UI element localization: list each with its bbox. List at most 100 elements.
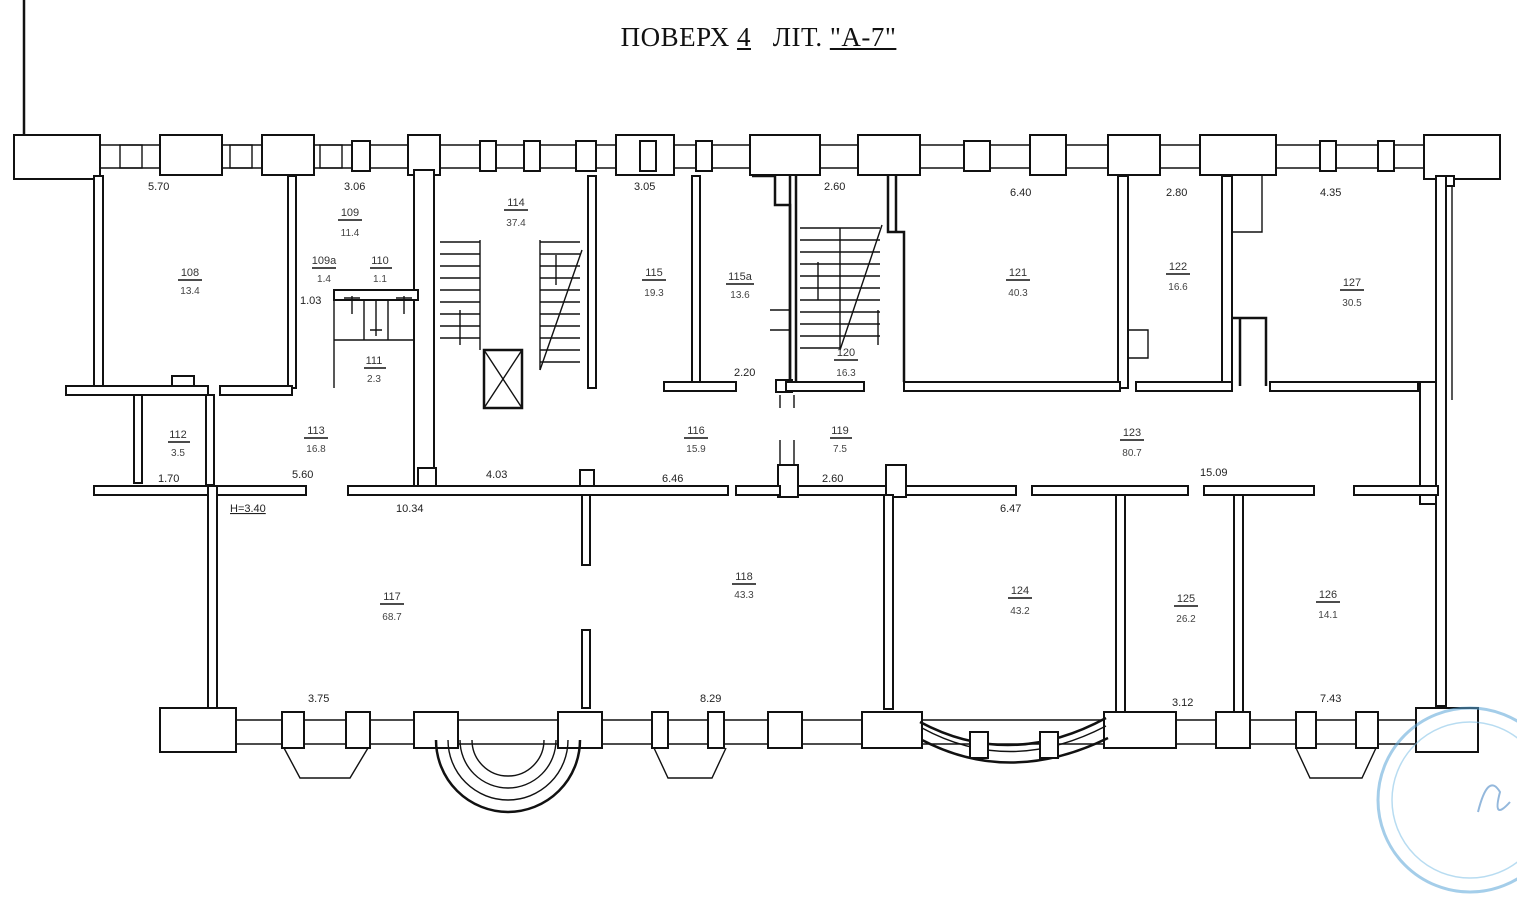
- svg-text:68.7: 68.7: [382, 612, 402, 623]
- dim-4-03: 4.03: [486, 469, 507, 481]
- room-120: 120 16.3: [834, 347, 858, 379]
- dim-15-09: 15.09: [1200, 467, 1228, 479]
- svg-text:1.1: 1.1: [373, 274, 387, 285]
- dim-5-60: 5.60: [292, 469, 313, 481]
- svg-text:37.4: 37.4: [506, 218, 526, 229]
- dimension-labels: 5.70 3.06 3.05 2.60 6.40 2.80 4.35 1.03 …: [148, 181, 1341, 709]
- height-mark: H=3.40: [230, 503, 266, 515]
- stamp-seal: [1376, 706, 1517, 894]
- curved-facade: [919, 716, 1109, 764]
- dim-3-75: 3.75: [308, 693, 329, 705]
- plan-title: ПОВЕРХ 4 ЛІТ. "А-7": [0, 22, 1517, 53]
- svg-text:121: 121: [1009, 267, 1027, 279]
- dim-6-47: 6.47: [1000, 503, 1021, 515]
- svg-text:2.3: 2.3: [367, 374, 381, 385]
- semicircular-balcony: [434, 739, 582, 814]
- title-floor: 4: [736, 22, 751, 52]
- svg-text:127: 127: [1343, 277, 1361, 289]
- title-letter: "А-7": [829, 22, 897, 52]
- room-108: 108 13.4: [178, 267, 202, 297]
- svg-text:111: 111: [366, 355, 383, 367]
- dim-5-70: 5.70: [148, 181, 169, 193]
- svg-text:1.4: 1.4: [317, 274, 331, 285]
- room-121: 121 40.3: [1006, 267, 1030, 299]
- room-125: 125 26.2: [1174, 593, 1198, 625]
- room-116: 116 15.9: [684, 425, 708, 455]
- svg-text:30.5: 30.5: [1342, 298, 1362, 309]
- svg-text:26.2: 26.2: [1176, 614, 1196, 625]
- svg-text:13.4: 13.4: [180, 286, 200, 297]
- svg-text:114: 114: [507, 197, 525, 209]
- svg-text:7.5: 7.5: [833, 444, 847, 455]
- dim-2-60-mid: 2.60: [822, 473, 843, 485]
- room-113: 113 16.8: [304, 425, 328, 455]
- small-rooms-block: [333, 289, 419, 388]
- svg-text:113: 113: [307, 425, 325, 437]
- dim-2-60-top: 2.60: [824, 181, 845, 193]
- svg-text:11.4: 11.4: [341, 228, 360, 239]
- svg-text:125: 125: [1177, 593, 1195, 605]
- dim-2-80: 2.80: [1166, 187, 1187, 199]
- dim-6-46: 6.46: [662, 473, 683, 485]
- svg-text:122: 122: [1169, 261, 1187, 273]
- lower-corridor-wall: [93, 485, 1439, 496]
- dim-1-03: 1.03: [300, 295, 321, 307]
- dim-6-40: 6.40: [1010, 187, 1031, 199]
- room-114: 114 37.4: [504, 197, 528, 229]
- svg-text:115а: 115а: [728, 271, 753, 283]
- svg-text:120: 120: [837, 347, 855, 359]
- svg-text:3.5: 3.5: [171, 448, 185, 459]
- room-123: 123 80.7: [1120, 427, 1144, 459]
- stairwell-120: [800, 224, 883, 351]
- upper-partitions: [287, 169, 1268, 489]
- dim-1-70: 1.70: [158, 473, 179, 485]
- dim-2-20: 2.20: [734, 367, 755, 379]
- svg-text:118: 118: [735, 571, 753, 583]
- svg-text:119: 119: [831, 425, 849, 437]
- dim-3-12: 3.12: [1172, 697, 1193, 709]
- dim-7-43: 7.43: [1320, 693, 1341, 705]
- svg-text:116: 116: [687, 425, 705, 437]
- title-mid: ЛІТ.: [750, 22, 830, 52]
- title-prefix: ПОВЕРХ: [620, 22, 737, 52]
- svg-text:14.1: 14.1: [1318, 610, 1338, 621]
- svg-text:109: 109: [341, 207, 359, 219]
- dim-3-05: 3.05: [634, 181, 655, 193]
- room-115: 115 19.3: [642, 267, 666, 299]
- corridor-partitions: [417, 381, 1437, 505]
- svg-text:123: 123: [1123, 427, 1141, 439]
- svg-text:124: 124: [1011, 585, 1029, 597]
- svg-text:80.7: 80.7: [1122, 448, 1142, 459]
- room-118: 118 43.3: [732, 571, 756, 601]
- svg-text:108: 108: [181, 267, 199, 279]
- upper-corridor-wall: [65, 375, 1419, 486]
- top-exterior-wall: [13, 134, 1501, 180]
- room-111: 111 2.3: [364, 355, 386, 385]
- room-115a: 115а 13.6: [726, 271, 754, 301]
- svg-text:19.3: 19.3: [644, 288, 664, 299]
- stairwell-114: [440, 240, 583, 410]
- svg-text:16.3: 16.3: [836, 368, 856, 379]
- dim-3-06: 3.06: [344, 181, 365, 193]
- bay-windows: [283, 747, 1377, 779]
- svg-text:112: 112: [169, 429, 187, 441]
- bottom-exterior-wall: [159, 707, 1479, 753]
- dim-8-29: 8.29: [700, 693, 721, 705]
- svg-text:16.8: 16.8: [306, 444, 326, 455]
- dim-4-35: 4.35: [1320, 187, 1341, 199]
- top-windows: [119, 140, 1395, 172]
- outer-walls: [93, 175, 1455, 707]
- svg-text:15.9: 15.9: [686, 444, 706, 455]
- svg-text:43.3: 43.3: [734, 590, 754, 601]
- svg-text:40.3: 40.3: [1008, 288, 1028, 299]
- svg-text:115: 115: [645, 267, 663, 279]
- svg-text:13.6: 13.6: [730, 290, 750, 301]
- room-112: 112 3.5: [168, 429, 190, 459]
- room-119: 119 7.5: [830, 425, 852, 455]
